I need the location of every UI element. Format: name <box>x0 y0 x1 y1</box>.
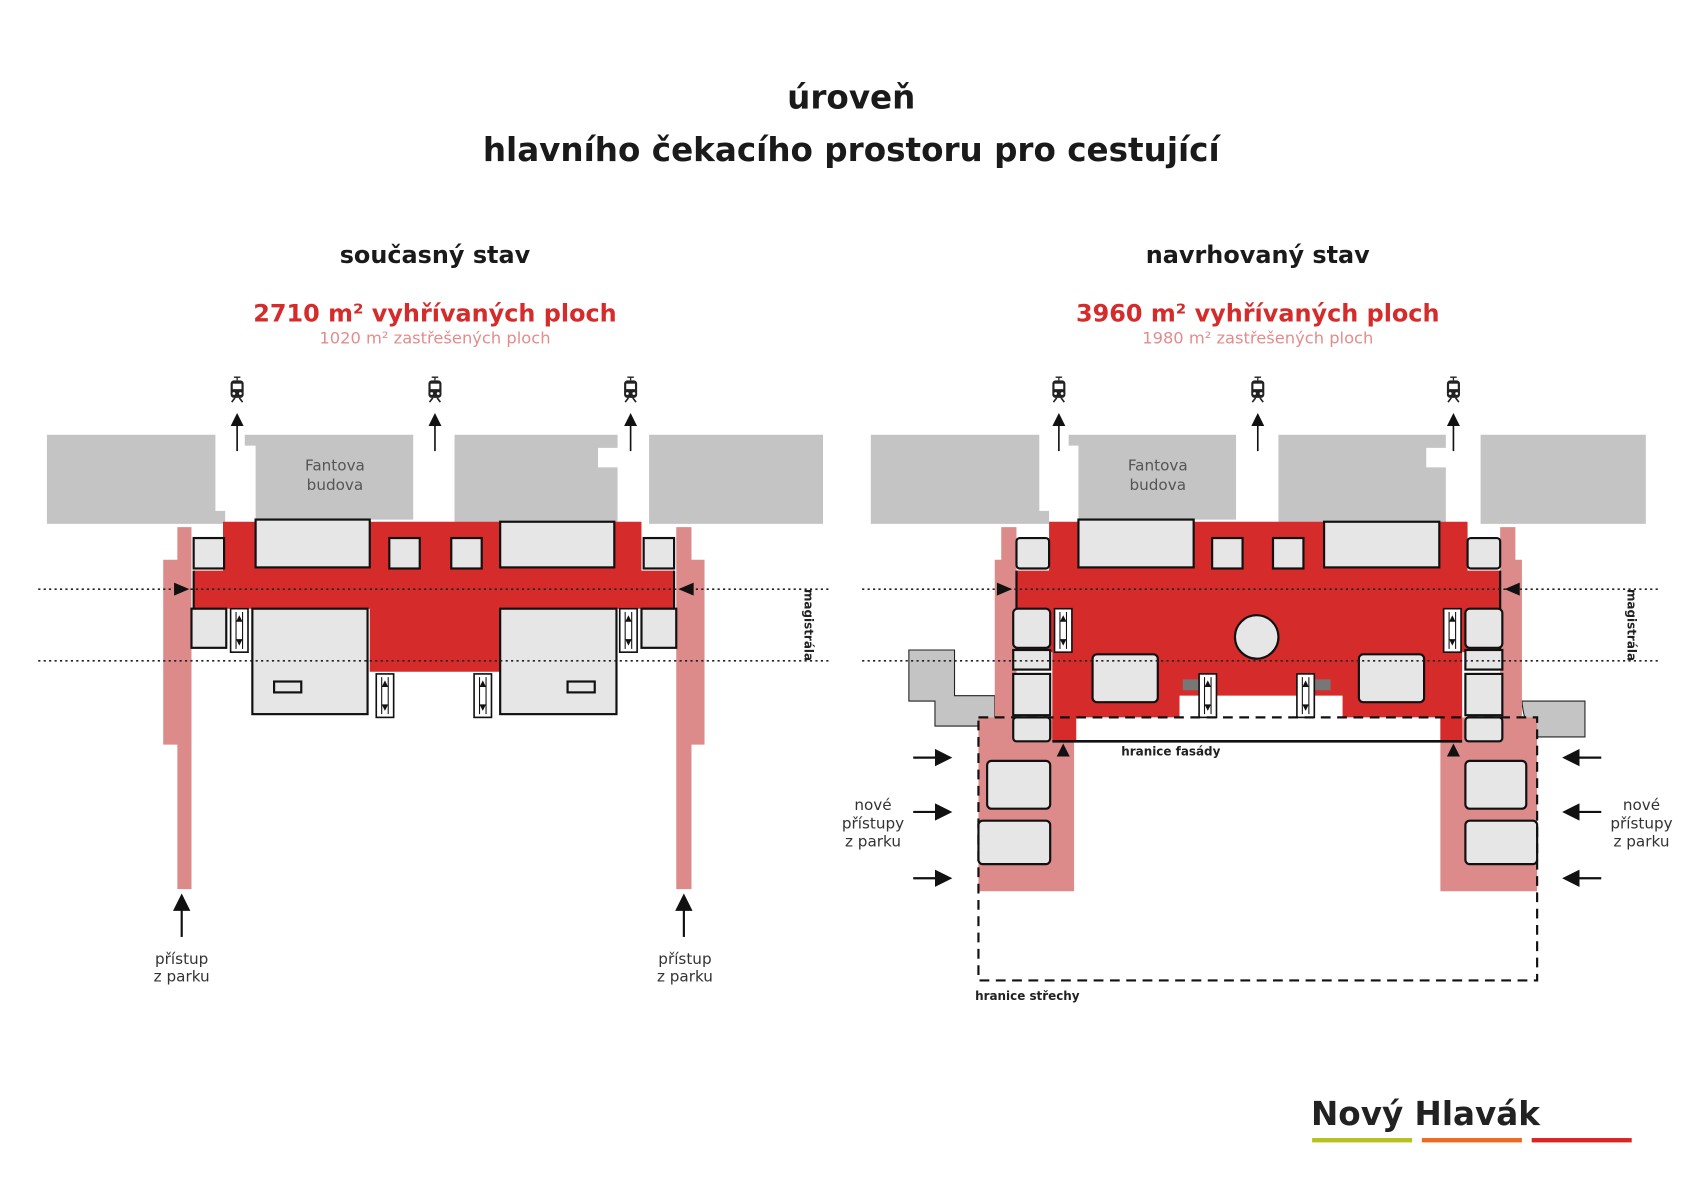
proposed-access-label-1: nové <box>1623 796 1660 814</box>
arrow-icon <box>1052 413 1460 452</box>
proposed-state-plan: navrhovaný stav 3960 m² vyhřívaných ploc… <box>842 241 1673 1003</box>
proposed-access-label-3: z parku <box>845 833 901 851</box>
current-state-plan: současný stav 2710 m² vyhřívaných ploch … <box>38 241 832 986</box>
proposed-building-label-1: Fantova <box>1128 457 1188 475</box>
current-access-label-1: přístup <box>658 950 711 968</box>
current-heading: současný stav <box>340 241 531 269</box>
column <box>1233 614 1280 660</box>
covered-area <box>676 527 705 890</box>
arrow-icon <box>230 413 638 452</box>
proposed-access-label-3: z parku <box>1613 833 1669 851</box>
facade-label: hranice fasády <box>1121 744 1220 758</box>
proposed-access-label-2: přístupy <box>1610 814 1672 832</box>
logo-text: Nový Hlavák <box>1311 1095 1541 1133</box>
current-building-label-1: Fantova <box>305 457 365 475</box>
proposed-access-label-2: přístupy <box>842 814 904 832</box>
existing-buildings <box>46 434 823 524</box>
logo-bar <box>1312 1138 1413 1143</box>
proposed-heading: navrhovaný stav <box>1146 241 1370 269</box>
logo: Nový Hlavák <box>1311 1095 1632 1143</box>
logo-bar <box>1531 1138 1632 1143</box>
current-access-label-1: přístup <box>155 950 208 968</box>
proposed-building-label-2: budova <box>1130 476 1187 494</box>
title-line2: hlavního čekacího prostoru pro cestující <box>483 131 1222 169</box>
current-access-label-2: z parku <box>657 968 713 986</box>
logo-bar <box>1421 1138 1522 1143</box>
title-line1: úroveň <box>787 79 915 117</box>
current-access-label-2: z parku <box>154 968 210 986</box>
access-arrow-icon <box>913 748 1602 887</box>
proposed-road-label: magistrála <box>1624 589 1638 661</box>
existing-buildings <box>870 434 1646 738</box>
current-covered-area: 1020 m² zastřešených ploch <box>319 328 550 347</box>
train-icon <box>229 376 638 403</box>
roof-boundary <box>977 716 1539 982</box>
proposed-heated-area: 3960 m² vyhřívaných ploch <box>1076 300 1440 328</box>
rooms <box>190 518 678 716</box>
current-heated-area: 2710 m² vyhřívaných ploch <box>253 300 617 328</box>
covered-area <box>163 527 192 890</box>
arrow-icon <box>1056 743 1460 757</box>
train-icon <box>1051 376 1461 403</box>
proposed-access-label-1: nové <box>854 796 891 814</box>
access-arrow-icon <box>172 893 693 937</box>
roof-label: hranice střechy <box>975 989 1080 1003</box>
current-road-label: magistrála <box>802 589 816 661</box>
proposed-covered-area: 1980 m² zastřešených ploch <box>1142 328 1373 347</box>
current-building-label-2: budova <box>307 476 364 494</box>
rooms <box>977 518 1539 866</box>
